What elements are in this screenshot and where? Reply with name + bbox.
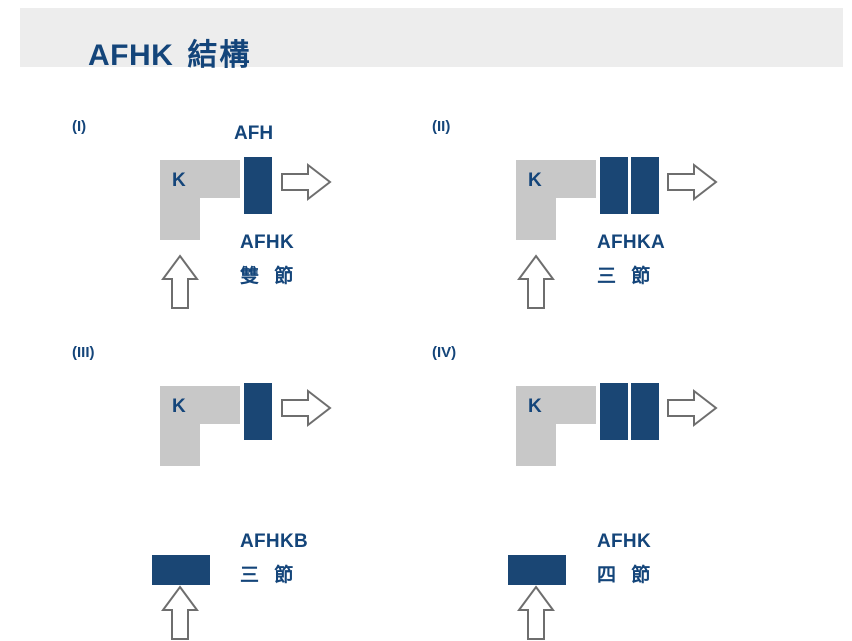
panel-iv: (IV) K AFHK 四 節 <box>426 324 852 640</box>
panel-ii-vertical-bar-2 <box>631 157 659 214</box>
page-title-code: AFHK <box>88 39 174 72</box>
panel-iv-block-letter: K <box>528 396 542 417</box>
panel-ii-caption-code: AFHKA <box>597 232 665 253</box>
panel-ii-roman: (II) <box>432 118 451 135</box>
panel-iii: (III) K AFHKB 三 節 <box>0 324 426 640</box>
panel-iv-lshape-top <box>516 386 596 424</box>
panel-i-caption-cjk: 雙 節 <box>240 266 299 287</box>
panel-i-caption-code: AFHK <box>240 232 294 253</box>
panel-iii-vertical-bar-1 <box>244 383 272 440</box>
arrow-up-icon <box>161 254 200 310</box>
panel-iv-roman: (IV) <box>432 344 457 361</box>
arrow-right-icon <box>667 162 718 202</box>
panel-i: (I) AFH K AFHK 雙 節 <box>0 67 426 324</box>
panel-iii-horizontal-bar <box>152 555 210 585</box>
panel-iv-vertical-bar-1 <box>600 383 628 440</box>
panel-ii: (II) K AFHKA 三 節 <box>426 67 852 324</box>
panel-ii-lshape-top <box>516 160 596 198</box>
arrow-up-icon <box>517 585 556 641</box>
panel-iv-caption-cjk: 四 節 <box>597 565 656 586</box>
diagram-area: (I) AFH K AFHK 雙 節 (II) <box>0 67 852 640</box>
panel-i-roman: (I) <box>72 118 87 135</box>
panel-i-block-letter: K <box>172 170 186 191</box>
panel-i-vertical-bar-1 <box>244 157 272 214</box>
panel-iii-lshape-leg <box>160 424 200 466</box>
header-band: AFHK 結構 <box>20 8 843 72</box>
panel-ii-vertical-bar-1 <box>600 157 628 214</box>
panel-iii-caption: AFHKB 三 節 <box>240 531 308 587</box>
panel-ii-lshape-leg <box>516 198 556 240</box>
panel-i-lshape-top <box>160 160 240 198</box>
panel-iv-lshape-leg <box>516 424 556 466</box>
page-title: AFHK 結構 <box>88 30 251 74</box>
panel-iv-horizontal-bar <box>508 555 566 585</box>
panel-iii-caption-cjk: 三 節 <box>240 565 299 586</box>
panel-iv-caption-code: AFHK <box>597 531 651 552</box>
page-title-cjk: 結構 <box>187 39 252 72</box>
panel-iii-caption-code: AFHKB <box>240 531 308 552</box>
arrow-up-icon <box>517 254 556 310</box>
arrow-right-icon <box>281 162 332 202</box>
panel-i-caption: AFHK 雙 節 <box>240 232 298 288</box>
panel-i-lshape-leg <box>160 198 200 240</box>
panel-iv-caption: AFHK 四 節 <box>597 531 655 587</box>
panel-ii-block-letter: K <box>528 170 542 191</box>
panel-iii-block-letter: K <box>172 396 186 417</box>
arrow-right-icon <box>667 388 718 428</box>
arrow-up-icon <box>161 585 200 641</box>
panel-iii-roman: (III) <box>72 344 95 361</box>
panel-ii-caption-cjk: 三 節 <box>597 266 656 287</box>
panel-ii-caption: AFHKA 三 節 <box>597 232 665 288</box>
panel-iii-lshape-top <box>160 386 240 424</box>
panel-iv-vertical-bar-2 <box>631 383 659 440</box>
panel-i-top-label: AFH <box>234 123 274 144</box>
arrow-right-icon <box>281 388 332 428</box>
